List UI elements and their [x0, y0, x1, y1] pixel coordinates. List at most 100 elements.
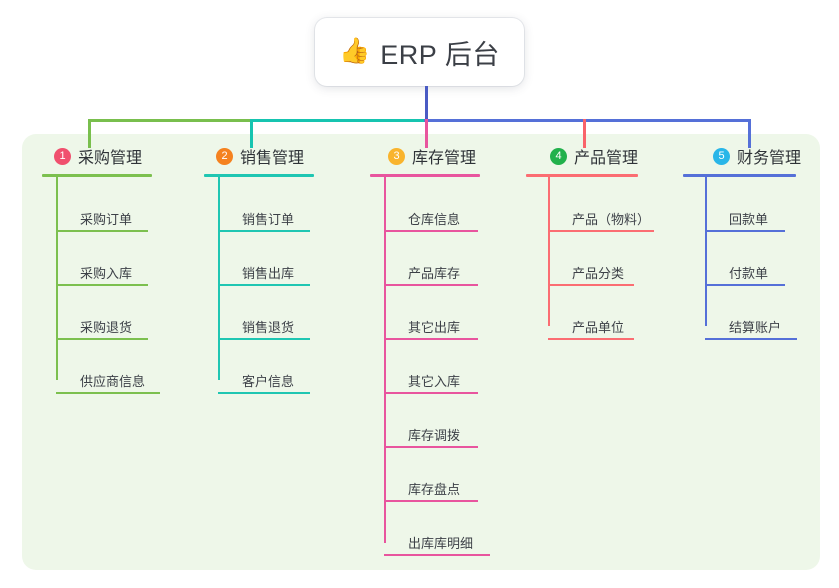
branch-header-2[interactable]: 2 销售管理 — [200, 145, 350, 167]
branch-badge-2: 2 — [216, 147, 233, 165]
branch-header-5[interactable]: 5 财务管理 — [697, 145, 839, 167]
branch-rule-5 — [683, 174, 796, 177]
leaf-rule — [56, 392, 160, 394]
leaf-item[interactable]: 回款单 — [705, 177, 839, 232]
leaf-item[interactable]: 其它入库 — [384, 340, 532, 394]
branch-items-1: 采购订单 采购入库 采购退货 供应商信息 — [56, 177, 188, 394]
branch-badge-3: 3 — [388, 147, 405, 165]
leaf-item[interactable]: 产品单位 — [548, 286, 699, 340]
branch-header-1[interactable]: 1 采购管理 — [38, 145, 188, 167]
leaf-item[interactable]: 产品库存 — [384, 232, 532, 286]
branch-rule-1 — [42, 174, 152, 177]
leaf-rule — [384, 338, 478, 340]
connector-trunk-green — [88, 119, 252, 122]
leaf-rule — [56, 338, 148, 340]
leaf-label: 采购入库 — [80, 266, 133, 281]
branch-badge-1: 1 — [54, 147, 71, 165]
leaf-item[interactable]: 采购退货 — [56, 286, 188, 340]
leaf-item[interactable]: 仓库信息 — [384, 177, 532, 232]
branch-title-5: 财务管理 — [737, 150, 802, 167]
leaf-item[interactable]: 采购入库 — [56, 232, 188, 286]
branch-items-2: 销售订单 销售出库 销售退货 客户信息 — [218, 177, 350, 394]
branch-spine-1 — [56, 177, 58, 380]
leaf-label: 客户信息 — [242, 374, 295, 389]
leaf-item[interactable]: 库存盘点 — [384, 448, 532, 502]
leaf-rule — [218, 230, 310, 232]
leaf-label: 付款单 — [729, 266, 769, 281]
leaf-item[interactable]: 销售订单 — [218, 177, 350, 232]
leaf-rule — [384, 554, 490, 556]
leaf-item[interactable]: 客户信息 — [218, 340, 350, 394]
leaf-item[interactable]: 产品（物料） — [548, 177, 699, 232]
leaf-label: 产品单位 — [572, 320, 625, 335]
branch-title-3: 库存管理 — [412, 150, 477, 167]
leaf-item[interactable]: 出库库明细 — [384, 502, 532, 556]
branch-badge-5: 5 — [713, 147, 730, 165]
branch-items-5: 回款单 付款单 结算账户 — [705, 177, 839, 340]
connector-drop-5 — [748, 119, 751, 148]
leaf-item[interactable]: 销售出库 — [218, 232, 350, 286]
branch-spine-4 — [548, 177, 550, 326]
leaf-rule — [548, 284, 634, 286]
leaf-rule — [384, 284, 478, 286]
branch-rule-2 — [204, 174, 314, 177]
branch-header-3[interactable]: 3 库存管理 — [372, 145, 532, 167]
branch-items-4: 产品（物料） 产品分类 产品单位 — [548, 177, 699, 340]
page-title: ERP 后台 — [380, 39, 500, 70]
connector-trunk-teal — [250, 119, 426, 122]
leaf-item[interactable]: 结算账户 — [705, 286, 839, 340]
branch-column-1: 1 采购管理 采购订单 采购入库 采购退货 供应商信息 — [38, 145, 188, 394]
leaf-label: 结算账户 — [729, 320, 782, 335]
leaf-item[interactable]: 库存调拨 — [384, 394, 532, 448]
leaf-label: 仓库信息 — [408, 212, 461, 227]
branch-header-4[interactable]: 4 产品管理 — [534, 145, 699, 167]
leaf-label: 回款单 — [729, 212, 769, 227]
branch-items-3: 仓库信息 产品库存 其它出库 其它入库 库存调拨 库存盘点 — [384, 177, 532, 556]
branch-spine-2 — [218, 177, 220, 380]
connector-drop-4 — [583, 119, 586, 148]
leaf-label: 其它入库 — [408, 374, 461, 389]
leaf-item[interactable]: 采购订单 — [56, 177, 188, 232]
leaf-label: 产品（物料） — [572, 212, 651, 227]
leaf-rule — [705, 338, 797, 340]
root-node[interactable]: 👍 ERP 后台 — [315, 18, 524, 86]
leaf-rule — [548, 338, 634, 340]
connector-root-stem — [425, 86, 428, 120]
leaf-label: 库存盘点 — [408, 482, 461, 497]
leaf-label: 销售退货 — [242, 320, 295, 335]
branch-badge-4: 4 — [550, 147, 567, 165]
branch-rule-4 — [526, 174, 638, 177]
leaf-item[interactable]: 付款单 — [705, 232, 839, 286]
connector-drop-2 — [250, 119, 253, 148]
leaf-item[interactable]: 供应商信息 — [56, 340, 188, 394]
leaf-item[interactable]: 其它出库 — [384, 286, 532, 340]
connector-drop-1 — [88, 119, 91, 148]
leaf-item[interactable]: 销售退货 — [218, 286, 350, 340]
leaf-rule — [548, 230, 654, 232]
leaf-item[interactable]: 产品分类 — [548, 232, 699, 286]
leaf-label: 产品分类 — [572, 266, 625, 281]
leaf-rule — [384, 230, 478, 232]
connector-drop-3 — [425, 119, 428, 148]
leaf-rule — [56, 230, 148, 232]
branch-column-4: 4 产品管理 产品（物料） 产品分类 产品单位 — [526, 145, 699, 340]
connector-trunk-blue — [424, 119, 751, 122]
leaf-label: 销售出库 — [242, 266, 295, 281]
leaf-rule — [56, 284, 148, 286]
branch-column-5: 5 财务管理 回款单 付款单 结算账户 — [683, 145, 839, 340]
leaf-label: 产品库存 — [408, 266, 461, 281]
branch-spine-3 — [384, 177, 386, 543]
branch-column-2: 2 销售管理 销售订单 销售出库 销售退货 客户信息 — [200, 145, 350, 394]
leaf-label: 采购退货 — [80, 320, 133, 335]
leaf-label: 供应商信息 — [80, 374, 146, 389]
branch-title-2: 销售管理 — [240, 150, 305, 167]
leaf-label: 采购订单 — [80, 212, 133, 227]
leaf-label: 出库库明细 — [408, 536, 474, 551]
branch-rule-3 — [370, 174, 480, 177]
diagram-panel — [22, 134, 820, 570]
leaf-rule — [705, 230, 785, 232]
branch-title-1: 采购管理 — [78, 150, 143, 167]
leaf-label: 库存调拨 — [408, 428, 461, 443]
branch-column-3: 3 库存管理 仓库信息 产品库存 其它出库 其它入库 库存调拨 — [370, 145, 532, 556]
